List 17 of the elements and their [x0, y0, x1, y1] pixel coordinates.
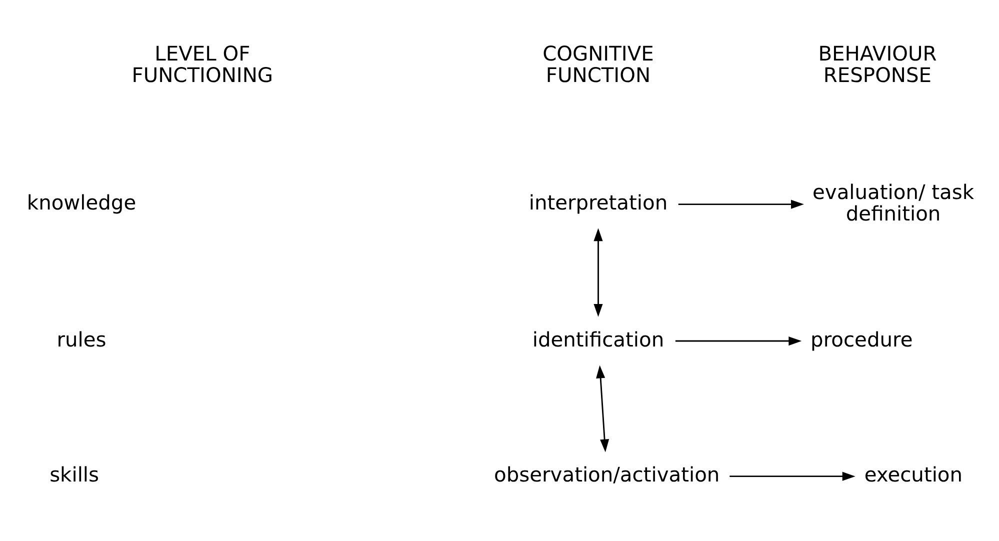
node-text: evaluation/ task definition	[812, 180, 974, 226]
arrow	[729, 472, 855, 481]
label: COGNITIVE FUNCTION	[542, 42, 654, 88]
arrow	[596, 365, 609, 452]
arrow	[674, 336, 802, 346]
node-text: procedure	[810, 327, 912, 352]
node-text: interpretation	[528, 190, 668, 215]
node-text: observation/activation	[494, 462, 720, 487]
arrow	[593, 228, 602, 317]
arrow	[678, 200, 804, 209]
label: rules	[56, 327, 106, 352]
label: knowledge	[26, 190, 136, 215]
label: skills	[49, 462, 99, 487]
node-text: execution	[864, 462, 962, 487]
label: LEVEL OF FUNCTIONING	[131, 42, 273, 88]
node-text: identification	[532, 327, 664, 352]
label: BEHAVIOUR RESPONSE	[818, 42, 936, 88]
